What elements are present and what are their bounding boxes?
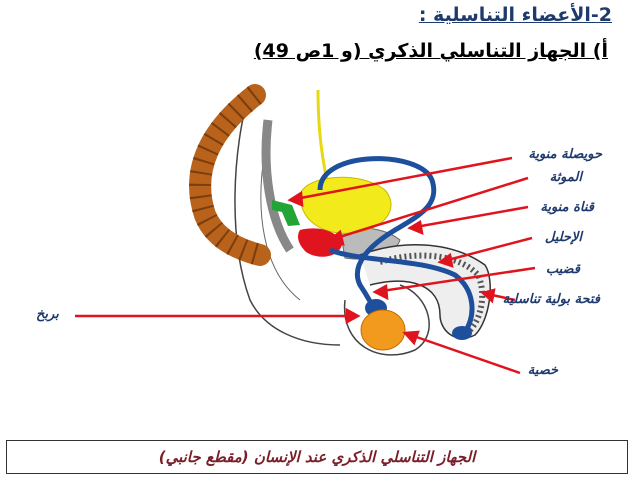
vas-deferens [317,156,437,322]
testis [360,309,406,351]
bladder [299,176,392,234]
rectum [261,119,294,253]
label-seminal-vesicle: حويصلة منوية [528,147,602,162]
label-testis: خصية [527,363,558,378]
label-bladder: الموثة [549,170,582,185]
arrow-seminal-vesicle [289,156,513,202]
diagram-caption: الجهاز التناسلي الذكري عند الإنسان (مقطع… [158,448,476,466]
pointer-arrows [75,156,536,375]
seminal-vesicle [272,200,300,226]
penis-shaft [359,244,491,339]
arrow-urethra [439,236,533,264]
corpus-spongiosum [379,252,486,333]
label-scrotum: بربخ [36,307,59,322]
scrotum-outline [343,284,430,356]
diagram-subtitle: أ) الجهاز التناسلي الذكري (و 1ص 49) [253,40,608,62]
label-urethra: الإحليل [544,230,582,245]
arrow-penis [374,266,536,294]
spine [189,84,271,266]
arrow-testis [404,331,521,375]
body-outline [234,89,341,346]
arrow-bladder [329,176,529,242]
arrow-vas-deferens [409,205,529,230]
glans [452,326,472,340]
caption-box: الجهاز التناسلي الذكري عند الإنسان (مقطع… [6,440,628,474]
label-penis: قضيب [545,262,580,277]
label-urogenital-opening: فتحة بولية تناسلية [502,292,600,307]
label-vas-deferens: قناة منوية [540,200,594,215]
section-title: 2-الأعضاء التناسلية : [418,4,612,26]
urethra-duct [329,247,475,334]
